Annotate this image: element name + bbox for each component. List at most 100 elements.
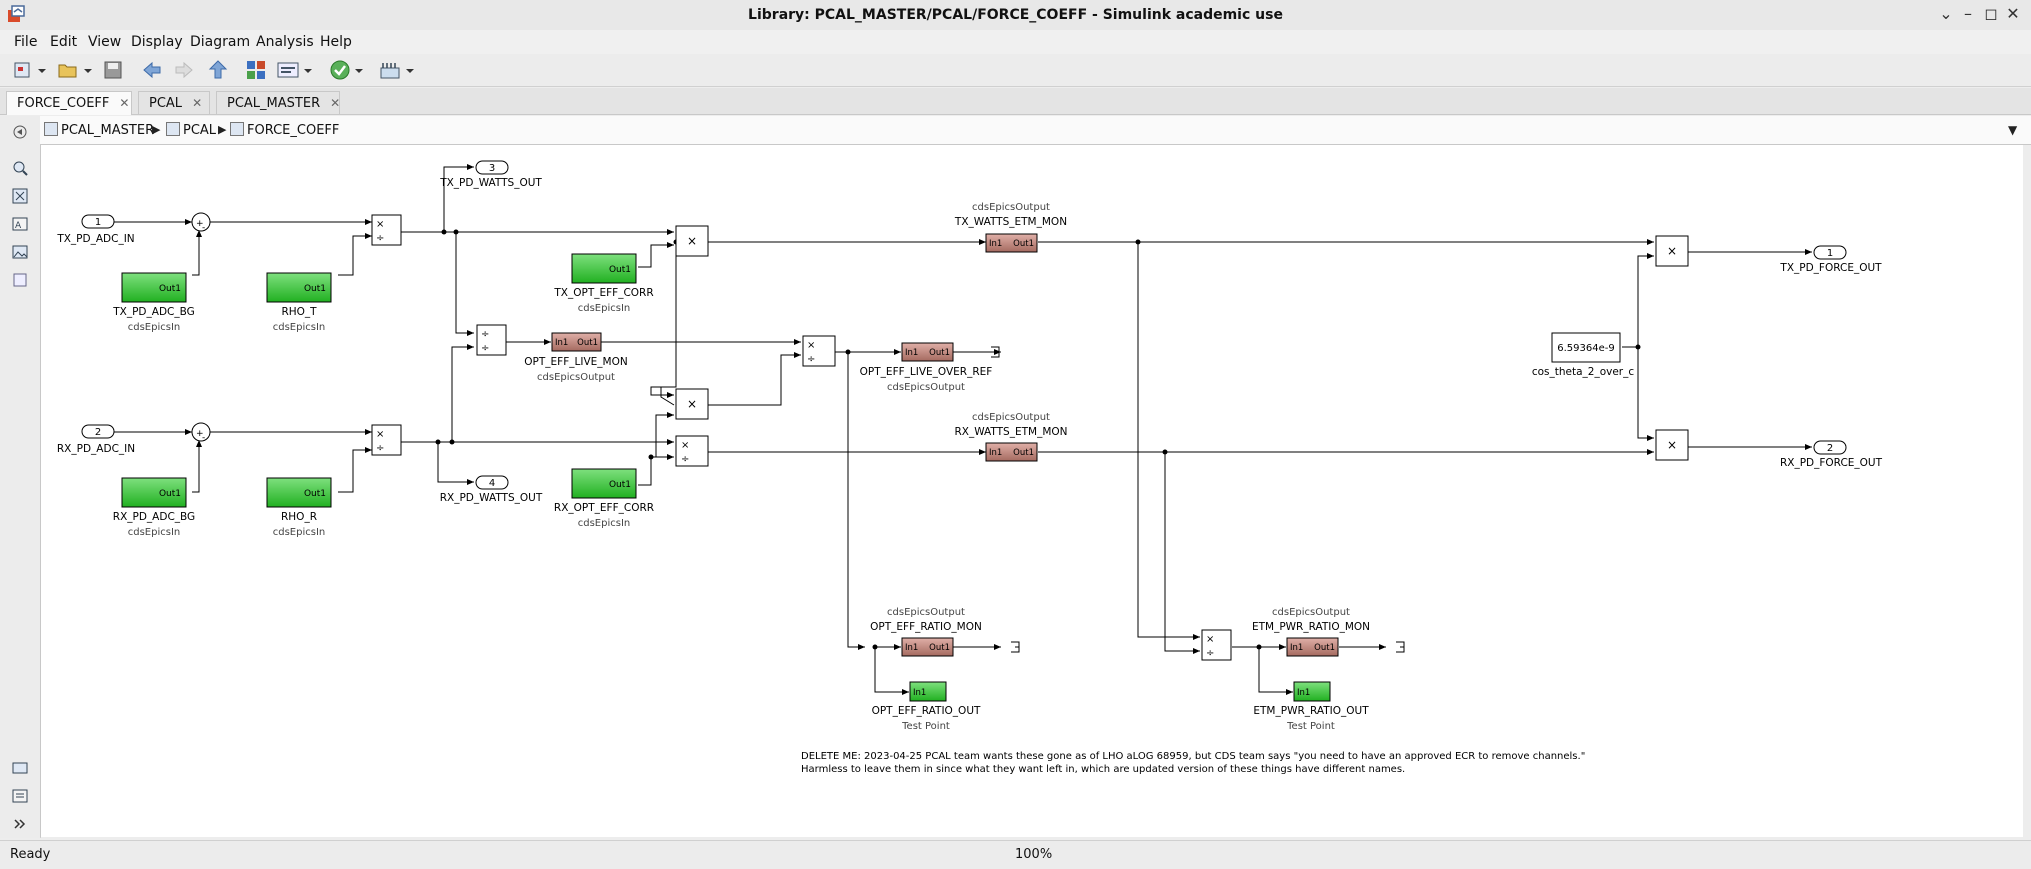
product-block-tx-force[interactable]: × (1655, 235, 1689, 267)
test-point-etm-pwr-ratio-out[interactable]: In1 ETM_PWR_RATIO_OUT Test Point (1253, 681, 1369, 732)
epics-out-tx-watts-etm-mon[interactable]: cdsEpicsOutput TX_WATTS_ETM_MON In1 Out1 (954, 202, 1067, 253)
annotation-icon[interactable]: A (12, 216, 28, 232)
tab-pcal[interactable]: PCAL✕ (138, 91, 210, 114)
epics-in-rx-pd-adc-bg[interactable]: Out1 RX_PD_ADC_BG cdsEpicsIn (113, 477, 195, 538)
tab-pcal-master[interactable]: PCAL_MASTER✕ (216, 91, 340, 114)
minimize-button[interactable]: – (1964, 4, 1972, 23)
subsystem-icon (166, 122, 180, 136)
constant-cos-theta-2-over-c[interactable]: 6.59364e-9 cos_theta_2_over_c (1532, 332, 1635, 378)
block-name: RX_PD_FORCE_OUT (1780, 457, 1883, 469)
menu-edit[interactable]: Edit (50, 34, 78, 50)
outport-rx-pd-force-out[interactable]: 2 RX_PD_FORCE_OUT (1780, 440, 1883, 469)
zoom-icon[interactable] (12, 160, 28, 176)
epics-out-etm-pwr-ratio-mon[interactable]: cdsEpicsOutput ETM_PWR_RATIO_MON In1 Out… (1252, 607, 1405, 657)
diagram-canvas[interactable]: 1 TX_PD_ADC_IN 2 RX_PD_ADC_IN + - + - Ou… (40, 145, 2023, 837)
tab-force-coeff[interactable]: FORCE_COEFF✕ (6, 91, 132, 115)
chevron-down-icon[interactable] (353, 58, 365, 82)
chevron-down-icon[interactable] (82, 58, 94, 82)
block-name: ETM_PWR_RATIO_MON (1252, 621, 1370, 633)
menu-view[interactable]: View (88, 34, 122, 50)
epics-out-opt-eff-ratio-mon[interactable]: cdsEpicsOutput OPT_EFF_RATIO_MON In1 Out… (870, 607, 1020, 657)
epics-in-tx-opt-eff-corr[interactable]: Out1 TX_OPT_EFF_CORR cdsEpicsIn (553, 253, 654, 314)
sum-sign: + (196, 429, 204, 439)
annotation-note[interactable]: DELETE ME: 2023-04-25 PCAL team wants th… (801, 751, 1585, 775)
port-number: 3 (489, 163, 495, 174)
chevron-right-icon: ▶ (152, 123, 161, 136)
hide-browser-icon[interactable] (12, 124, 28, 140)
product-block-corr-ratio[interactable]: × (675, 388, 709, 420)
epics-in-rho-t[interactable]: Out1 RHO_T cdsEpicsIn (266, 272, 332, 333)
fit-to-view-icon[interactable] (12, 188, 28, 204)
inport-rx[interactable]: 2 RX_PD_ADC_IN (57, 424, 135, 455)
close-icon[interactable]: ✕ (119, 96, 130, 110)
product-block-rx-watts[interactable]: × ÷ (675, 435, 709, 467)
inport-tx[interactable]: 1 TX_PD_ADC_IN (56, 214, 135, 245)
breadcrumb-item-force-coeff[interactable]: FORCE_COEFF (230, 122, 339, 138)
close-icon[interactable]: ✕ (2006, 4, 2020, 23)
maximize-icon[interactable]: ◻ (1984, 4, 1998, 23)
product-block-tx-watts[interactable]: × (675, 225, 709, 257)
menu-display[interactable]: Display (131, 34, 183, 50)
epics-out-opt-eff-live-over-ref[interactable]: In1 Out1 OPT_EFF_LIVE_OVER_REF cdsEpicsO… (860, 342, 1000, 393)
chevron-down-icon[interactable] (36, 58, 48, 82)
property-inspector-icon[interactable] (12, 788, 28, 804)
build-icon[interactable] (378, 58, 402, 82)
area-icon[interactable] (12, 272, 28, 288)
chevron-down-icon[interactable]: ▼ (2008, 123, 2018, 137)
block-name: RX_WATTS_ETM_MON (954, 426, 1067, 438)
close-icon[interactable]: ✕ (192, 96, 203, 110)
port-label: In1 (989, 448, 1002, 458)
window-title: Library: PCAL_MASTER/PCAL/FORCE_COEFF - … (748, 7, 1283, 23)
epics-in-rho-r[interactable]: Out1 RHO_R cdsEpicsIn (266, 477, 332, 538)
sum-block-rx[interactable]: + - (191, 422, 211, 443)
epics-in-rx-opt-eff-corr[interactable]: Out1 RX_OPT_EFF_CORR cdsEpicsIn (554, 468, 654, 529)
sum-block-tx[interactable]: + - (191, 212, 211, 233)
model-advisor-check-icon[interactable] (328, 58, 352, 82)
model-browser-icon[interactable] (12, 760, 28, 776)
menu-help[interactable]: Help (320, 34, 352, 50)
up-icon[interactable] (206, 58, 230, 82)
epics-in-tx-pd-adc-bg[interactable]: Out1 TX_PD_ADC_BG cdsEpicsIn (112, 272, 195, 333)
menu-analysis[interactable]: Analysis (256, 34, 314, 50)
block-diagram: 1 TX_PD_ADC_IN 2 RX_PD_ADC_IN + - + - Ou… (56, 160, 1883, 775)
back-icon[interactable] (140, 58, 164, 82)
product-block-opt-eff-live[interactable]: ÷ ÷ (476, 324, 507, 356)
epics-out-rx-watts-etm-mon[interactable]: cdsEpicsOutput RX_WATTS_ETM_MON In1 Out1 (954, 412, 1068, 462)
close-icon[interactable]: ✕ (330, 96, 341, 110)
model-config-icon[interactable] (276, 58, 300, 82)
breadcrumb-item-pcal[interactable]: PCAL (166, 122, 216, 138)
breadcrumb-item-pcal-master[interactable]: PCAL_MASTER (44, 122, 154, 138)
block-type: cdsEpicsIn (578, 518, 631, 529)
outport-tx-pd-force-out[interactable]: 1 TX_PD_FORCE_OUT (1779, 245, 1882, 274)
block-name: TX_PD_ADC_IN (56, 233, 134, 245)
block-name: cos_theta_2_over_c (1532, 366, 1635, 378)
constant-value: 6.59364e-9 (1557, 343, 1614, 354)
svg-text:A: A (15, 221, 22, 231)
test-point-opt-eff-ratio-out[interactable]: In1 OPT_EFF_RATIO_OUT Test Point (872, 681, 981, 732)
open-icon[interactable] (56, 58, 80, 82)
epics-out-opt-eff-live-mon[interactable]: In1 Out1 OPT_EFF_LIVE_MON cdsEpicsOutput (524, 332, 628, 383)
image-icon[interactable] (12, 244, 28, 260)
zoom-level[interactable]: 100% (1015, 847, 1053, 862)
product-block-etm-pwr-ratio[interactable]: × ÷ (1201, 629, 1232, 661)
block-type: cdsEpicsIn (578, 303, 631, 314)
new-model-icon[interactable] (12, 58, 36, 82)
block-type: cdsEpicsIn (128, 527, 181, 538)
product-block-rx-force[interactable]: × (1655, 429, 1689, 461)
outport-tx-pd-watts-out[interactable]: 3 TX_PD_WATTS_OUT (439, 160, 542, 189)
save-icon[interactable] (101, 58, 125, 82)
chevron-down-icon[interactable] (404, 58, 416, 82)
forward-icon[interactable] (172, 58, 196, 82)
menu-file[interactable]: File (14, 34, 38, 50)
minimize-icon[interactable]: ⌄ (1939, 4, 1953, 23)
expand-icon[interactable] (12, 816, 28, 832)
port-label: In1 (989, 239, 1002, 249)
chevron-down-icon[interactable] (302, 58, 314, 82)
product-block-opt-eff-ratio[interactable]: × ÷ (802, 335, 836, 367)
menu-diagram[interactable]: Diagram (190, 34, 251, 50)
product-block-tx-rho[interactable]: × ÷ (371, 214, 402, 246)
sum-sign: - (202, 433, 205, 443)
library-browser-icon[interactable] (244, 58, 268, 82)
outport-rx-pd-watts-out[interactable]: 4 RX_PD_WATTS_OUT (440, 475, 543, 504)
product-block-rx-rho[interactable]: × ÷ (371, 424, 402, 456)
